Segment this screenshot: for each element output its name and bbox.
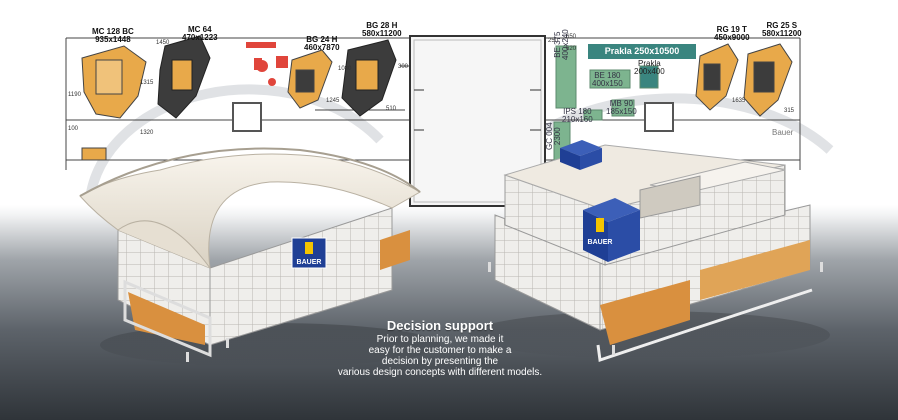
pillar-left [232,102,262,132]
machine-rg19-plan [695,43,739,111]
label-mc64: MC 64 470x1223 [182,25,218,42]
dimension-mark: 510 [386,106,397,112]
label-bg24: BG 24 H 460x7870 [304,35,340,52]
plan-brand-text: Bauer [772,128,794,137]
model-curved-roof-hall: BAUER [79,147,440,367]
caption-body: Prior to planning, we made it easy for t… [310,334,570,378]
label-bg28: BG 28 H 580x11200 [362,21,402,38]
caption-line: easy for the customer to make a [368,345,512,356]
dimension-mark: 300 [398,64,409,70]
caption-block: Decision support Prior to planning, we m… [310,318,570,378]
bauer-logo-cube: BAUER [560,140,640,262]
dimension-mark: 650 [566,34,577,40]
machine-rg25-plan [743,43,793,117]
dimension-mark: 100 [68,126,79,132]
label-rg19: RG 19 T 450x9000 [714,25,750,42]
caption-line: decision by presenting the [381,356,499,367]
bauer-logo-left-text: BAUER [297,259,322,266]
dimension-mark: 620 [566,46,577,52]
dimension-mark: 1080 [338,66,352,72]
caption-line: Prior to planning, we made it [376,334,504,345]
dimension-mark: 1315 [140,80,154,86]
bauer-logo-right-text: BAUER [588,239,613,246]
machine-bg24-plan [287,49,333,109]
prakla-main-label: Prakla 250x10500 [588,44,696,59]
dimension-mark: 250 [548,38,559,44]
caption-line: various design concepts with different m… [337,367,543,378]
label-mc128: MC 128 BC 935x1448 [92,27,134,44]
dimension-mark: 1190 [68,92,81,98]
caption-title: Decision support [386,318,494,333]
equipment-blocks [553,45,659,161]
label-rg25: RG 25 S 580x11200 [762,21,802,38]
dimension-mark: 1635 [732,98,746,104]
machine-mc128-plan [81,45,147,161]
model-container-building: BAUER [470,140,830,362]
prakla-small-label: Prakla 200x400 [634,59,665,76]
dimension-mark: 1450 [156,40,170,46]
dimension-mark: 1320 [140,130,154,136]
dimension-mark: 1245 [326,98,340,104]
dimension-mark: 315 [784,108,795,114]
red-symbols [246,42,288,86]
machine-bg28-plan [341,39,397,117]
pillar-right [644,102,674,132]
machine-mc64-plan [157,35,211,119]
